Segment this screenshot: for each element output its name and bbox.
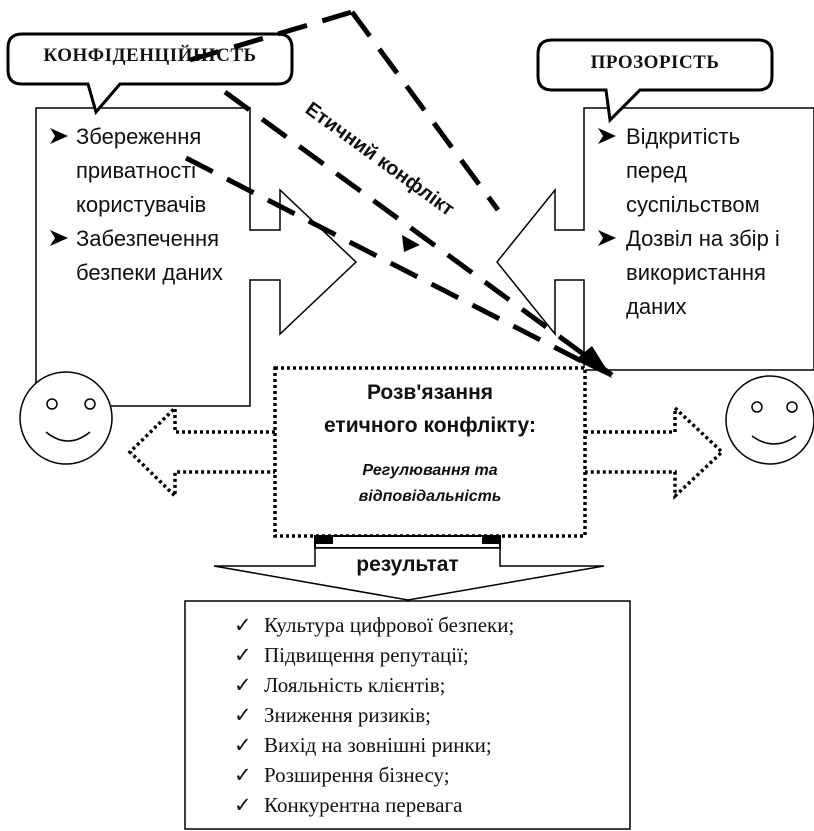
right-item-1: Відкритість перед суспільством: [626, 124, 760, 217]
right-item-2: Дозвіл на збір і використання даних: [626, 226, 780, 319]
conflict-arrowhead: [575, 346, 612, 378]
resolution-block: Розв'язання етичного конфлікту: Регулюва…: [280, 376, 580, 510]
resolution-title: Розв'язання етичного конфлікту:: [324, 381, 536, 437]
conflict-arrowhead-small: [402, 235, 420, 252]
checkmark-icon: ✓: [234, 673, 252, 697]
results-list: ✓Культура цифрової безпеки; ✓Підвищення …: [234, 610, 624, 820]
result-down-arrow: [213, 547, 605, 601]
result-item: ✓Підвищення репутації;: [234, 640, 624, 670]
result-item: ✓Зниження ризиків;: [234, 700, 624, 730]
checkmark-icon: ✓: [234, 703, 252, 727]
result-item: ✓Культура цифрової безпеки;: [234, 610, 624, 640]
right-block-arrow: [496, 107, 814, 371]
checkmark-icon: ✓: [234, 733, 252, 757]
checkmark-icon: ✓: [234, 643, 252, 667]
left-item-2: Забезпечення безпеки даних: [76, 226, 223, 285]
connector-bar: [314, 535, 501, 549]
results-box: [184, 600, 631, 830]
bullet-arrowhead-icons: [50, 128, 616, 246]
left-callout-title: КОНФІДЕНЦІЙНІСТЬ: [43, 45, 257, 66]
resolution-subtitle: Регулювання та відповідальність: [358, 462, 502, 505]
result-item: ✓Конкурентна перевага: [234, 790, 624, 820]
right-callout-title: ПРОЗОРІСТЬ: [590, 52, 720, 73]
left-item-1: Збереження приватності користувачів: [76, 124, 207, 217]
right-callout-bubble: [536, 38, 774, 124]
checkmark-icon: ✓: [234, 793, 252, 817]
checkmark-icon: ✓: [234, 763, 252, 787]
result-item: ✓Вихід на зовнішні ринки;: [234, 730, 624, 760]
left-block-arrow: [35, 107, 358, 407]
result-item: ✓Розширення бізнесу;: [234, 760, 624, 790]
result-item: ✓Лояльність клієнтів;: [234, 670, 624, 700]
checkmark-icon: ✓: [234, 613, 252, 637]
right-smiley-face-icon: [725, 375, 814, 465]
result-label: результат: [356, 553, 459, 576]
left-callout-bubble: [6, 32, 294, 116]
left-smiley-face-icon: [19, 371, 113, 465]
conflict-dashed-arrows: [184, 9, 614, 378]
dotted-double-arrow: [127, 366, 725, 538]
